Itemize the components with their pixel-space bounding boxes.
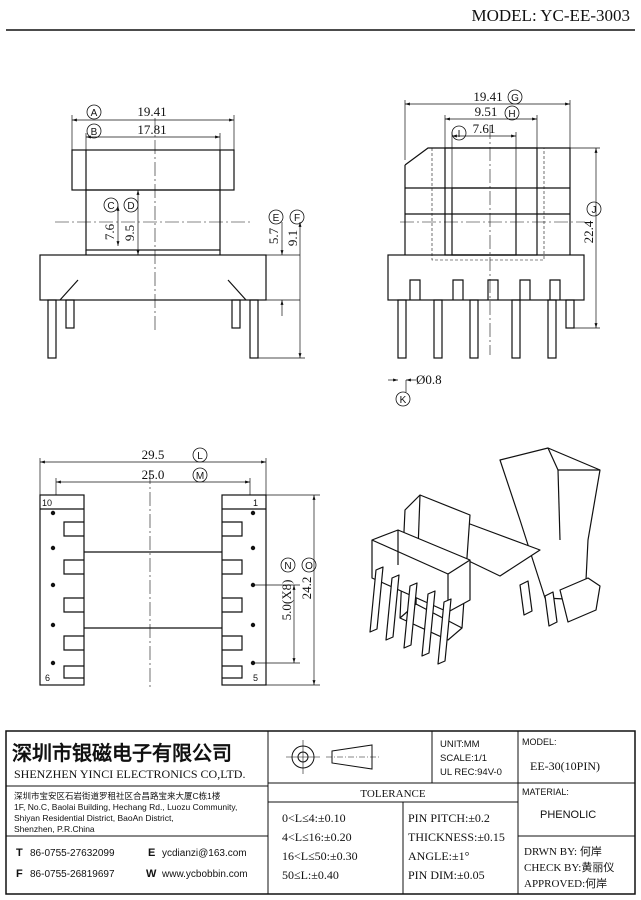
dim-m-value: 25.0 (142, 467, 165, 482)
callout-b-circle (86, 123, 102, 139)
ul-rec-text: UL REC:94V-0 (440, 767, 502, 778)
callout-o: O (305, 561, 313, 572)
dim-k-value: Ø0.8 (416, 372, 442, 387)
address-en-3: Shenzhen, P.R.China (14, 824, 95, 834)
material-label: MATERIAL: (522, 787, 569, 797)
callout-c: C (107, 201, 114, 212)
callout-f: F (294, 213, 300, 224)
callout-m: M (196, 471, 204, 482)
bottom-view-pins (50, 510, 256, 666)
callout-f-circle (289, 209, 305, 225)
callout-g: G (511, 93, 519, 104)
address-en-1: 1F, No.C, Baolai Building, Hechang Rd., … (14, 802, 237, 812)
callout-d-circle (123, 197, 139, 213)
model-value: EE-30(10PIN) (530, 759, 600, 773)
callout-i: I (458, 129, 461, 140)
front-view (39, 118, 267, 359)
pin-5-label: 5 (253, 673, 258, 683)
tolerance-row-1: 0<L≤4:±0.10 (282, 811, 346, 825)
callout-c-circle (103, 197, 119, 213)
dim-f-value: 9.1 (285, 230, 300, 246)
dim-e-value: 5.7 (266, 227, 281, 244)
callout-n-circle (280, 557, 296, 573)
address-cn: 深圳市宝安区石岩街道罗租社区合昌路宝来大厦C栋1楼 (14, 791, 221, 801)
dim-j-value: 22.4 (581, 220, 596, 243)
callout-b: B (91, 127, 98, 138)
dim-b-value: 17.81 (137, 122, 166, 137)
tolerance-row-4: 50≤L:±0.40 (282, 868, 339, 882)
callout-e-circle (268, 209, 284, 225)
bottom-view (39, 470, 267, 690)
model-header: MODEL: YC-EE-3003 (472, 6, 631, 25)
pin-1-label: 1 (253, 498, 258, 508)
web-label: W (146, 868, 157, 880)
dim-d-value: 9.5 (122, 225, 137, 241)
callout-j: J (592, 205, 597, 216)
fax-label: F (16, 868, 23, 880)
pin-dim-tolerance: PIN DIM:±0.05 (408, 868, 485, 882)
tel-label: T (16, 847, 23, 859)
dim-l-value: 29.5 (142, 447, 165, 462)
dim-c-value: 7.6 (102, 223, 117, 240)
email-address: ycdianzi@163.com (162, 848, 247, 859)
side-view-dimensions (388, 100, 600, 392)
projection-symbol-icon (286, 740, 380, 774)
callout-j-circle (586, 201, 602, 217)
tolerance-row-3: 16<L≤50:±0.30 (282, 849, 358, 863)
title-block-frame (5, 730, 636, 895)
address-en-2: Shiyan Residential District, BaoAn Distr… (14, 813, 174, 823)
callout-k: K (400, 395, 407, 406)
callout-h-circle (504, 105, 520, 121)
callout-e: E (273, 213, 280, 224)
callout-a: A (91, 108, 98, 119)
pin-pitch-tolerance: PIN PITCH:±0.2 (408, 811, 490, 825)
callout-d: D (127, 201, 134, 212)
tolerance-title: TOLERANCE (360, 788, 425, 800)
callout-m-circle (192, 467, 208, 483)
side-view (387, 125, 585, 359)
drawn-by: DRWN BY: 何岸 (524, 845, 602, 858)
web-address: www.ycbobbin.com (161, 869, 248, 880)
callout-o-circle (301, 557, 317, 573)
email-label: E (148, 847, 155, 859)
company-name-en: SHENZHEN YINCI ELECTRONICS CO,LTD. (14, 767, 245, 781)
approved-by: APPROVED:何岸 (524, 877, 607, 890)
scale-text: SCALE:1/1 (440, 753, 487, 764)
callout-h: H (508, 109, 515, 120)
unit-text: UNIT:MM (440, 739, 480, 750)
isometric-view (369, 447, 601, 665)
front-view-dimensions (71, 115, 305, 359)
callout-n: N (284, 561, 291, 572)
model-label: MODEL: (522, 737, 557, 747)
company-name-cn: 深圳市银磁电子有限公司 (12, 741, 232, 765)
checked-by: CHECK BY:黄丽仪 (524, 860, 614, 874)
callout-k-circle (395, 391, 411, 407)
dim-i-value: 7.61 (473, 121, 496, 136)
dim-o-value: 24.2 (299, 577, 314, 600)
callout-a-circle (86, 104, 102, 120)
pin-10-label: 10 (42, 498, 52, 508)
callout-g-circle (507, 89, 523, 105)
dim-n-value: 5.0(X8) (279, 580, 294, 621)
tolerance-row-2: 4<L≤16:±0.20 (282, 830, 352, 844)
callout-i-circle (451, 125, 467, 141)
tel-number: 86-0755-27632099 (30, 848, 115, 859)
dim-g-value: 19.41 (473, 89, 502, 104)
angle-tolerance: ANGLE:±1° (408, 849, 470, 863)
thickness-tolerance: THICKNESS:±0.15 (408, 830, 505, 844)
dim-h-value: 9.51 (475, 104, 498, 119)
dim-a-value: 19.41 (137, 104, 166, 119)
bottom-view-dimensions (39, 458, 320, 686)
pin-6-label: 6 (45, 673, 50, 683)
material-value: PHENOLIC (540, 809, 596, 821)
callout-l-circle (192, 447, 208, 463)
fax-number: 86-0755-26819697 (30, 869, 115, 880)
callout-l: L (197, 451, 203, 462)
